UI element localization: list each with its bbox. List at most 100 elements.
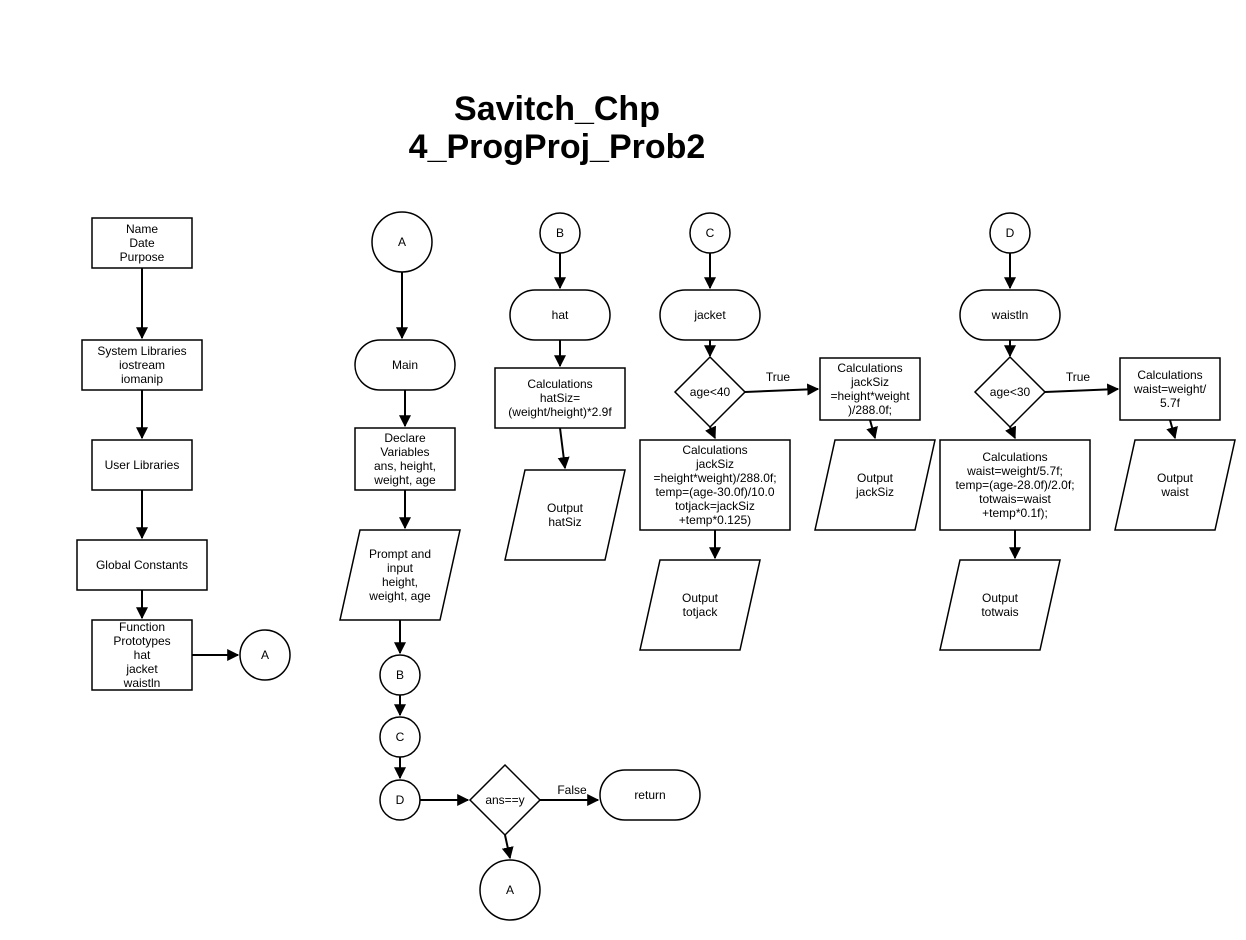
node-label-line: Output [982, 591, 1019, 605]
node-label-line: (weight/height)*2.9f [508, 405, 612, 419]
connector-circle [379, 654, 421, 696]
io-parallelogram [339, 529, 461, 621]
node-label-line: A [261, 648, 269, 662]
node-label-line: weight, age [373, 473, 436, 487]
node-jacket-calc: CalculationsjackSiz=height*weight)/288.0… [639, 439, 791, 531]
node-label-line: Name [126, 222, 158, 236]
node-label-line: D [1006, 226, 1015, 240]
node-label-line: Output [1157, 471, 1194, 485]
process-box [91, 619, 193, 691]
terminal-shape [509, 289, 611, 341]
connector-circle [989, 212, 1031, 254]
decision-diamond [673, 355, 747, 429]
connector-circle [371, 211, 433, 273]
title-line-1: Savitch_Chp [454, 90, 660, 128]
node-label-line: Main [392, 358, 418, 372]
node-label-line: height, [382, 575, 418, 589]
connector-arrow [501, 834, 514, 860]
node-waist: waistln [959, 289, 1061, 341]
node-label-line: jackSiz [855, 485, 894, 499]
node-hat: hat [509, 289, 611, 341]
io-parallelogram [814, 439, 936, 531]
connector-arrow [705, 425, 716, 440]
node-label-line: Function [119, 620, 165, 634]
node-label-line: return [634, 788, 665, 802]
node-label-line: Prototypes [113, 634, 170, 648]
node-label-line: Output [857, 471, 894, 485]
node-label-line: +temp*0.1f); [982, 506, 1048, 520]
node-label-line: ans==y [485, 793, 524, 807]
node-label-line: hat [134, 648, 151, 662]
node-label-line: jackSiz [695, 457, 734, 471]
decision-diamond [973, 355, 1047, 429]
node-label-line: waist=weight/5.7f; [966, 464, 1063, 478]
process-box [1119, 357, 1221, 421]
io-parallelogram [1114, 439, 1236, 531]
node-label-line: A [398, 235, 406, 249]
connector-circle [379, 716, 421, 758]
node-label-line: jacket [125, 662, 158, 676]
node-label-line: waistln [123, 676, 161, 690]
node-label-line: weight, age [368, 589, 431, 603]
node-main: Main [354, 339, 456, 391]
node-label-line: age<40 [690, 385, 731, 399]
node-label-line: temp=(age-28.0f)/2.0f; [955, 478, 1074, 492]
process-box [819, 357, 921, 421]
node-label-line: C [706, 226, 715, 240]
connector-circle [239, 629, 291, 681]
edge-label-jacket-true: True [766, 370, 791, 384]
process-box [81, 339, 203, 391]
process-box [939, 439, 1091, 531]
connector-circle [479, 859, 541, 921]
node-label-line: iomanip [121, 372, 163, 386]
node-label-line: input [387, 561, 414, 575]
node-label-line: waistln [991, 308, 1029, 322]
node-label-line: +temp*0.125) [679, 513, 751, 527]
node-conn-b: B [539, 212, 581, 254]
connector-circle [539, 212, 581, 254]
node-label-line: ans, height, [374, 459, 436, 473]
node-label-line: Purpose [120, 250, 165, 264]
node-jacket: jacket [659, 289, 761, 341]
node-label-line: Calculations [527, 377, 592, 391]
node-label-line: Output [682, 591, 719, 605]
node-conn-a-bottom: A [479, 859, 541, 921]
io-parallelogram [639, 559, 761, 651]
node-globals: Global Constants [76, 539, 208, 591]
node-label-line: Calculations [837, 361, 902, 375]
process-box [91, 439, 193, 491]
node-label-line: Declare [384, 431, 426, 445]
node-label-line: Calculations [1137, 368, 1202, 382]
node-age30: age<30 [973, 355, 1047, 429]
node-return: return [599, 769, 701, 821]
connector-arrow [1005, 425, 1016, 440]
node-label-line: D [396, 793, 405, 807]
process-box [494, 367, 626, 429]
node-label-line: )/288.0f; [848, 403, 892, 417]
node-label-line: totwais=waist [979, 492, 1051, 506]
node-label-line: Output [547, 501, 584, 515]
terminal-shape [354, 339, 456, 391]
node-label-line: jacket [693, 308, 726, 322]
node-label-line: C [396, 730, 405, 744]
node-conn-b-main: B [379, 654, 421, 696]
io-parallelogram [504, 469, 626, 561]
node-conn-d-main: D [379, 779, 421, 821]
connector-circle [689, 212, 731, 254]
node-label-line: Calculations [982, 450, 1047, 464]
node-userlib: User Libraries [91, 439, 193, 491]
process-box [354, 427, 456, 491]
node-label-line: B [396, 668, 404, 682]
node-label-line: totjack [683, 605, 719, 619]
diagram-title: Savitch_Chp 4_ProgProj_Prob2 [340, 90, 774, 166]
